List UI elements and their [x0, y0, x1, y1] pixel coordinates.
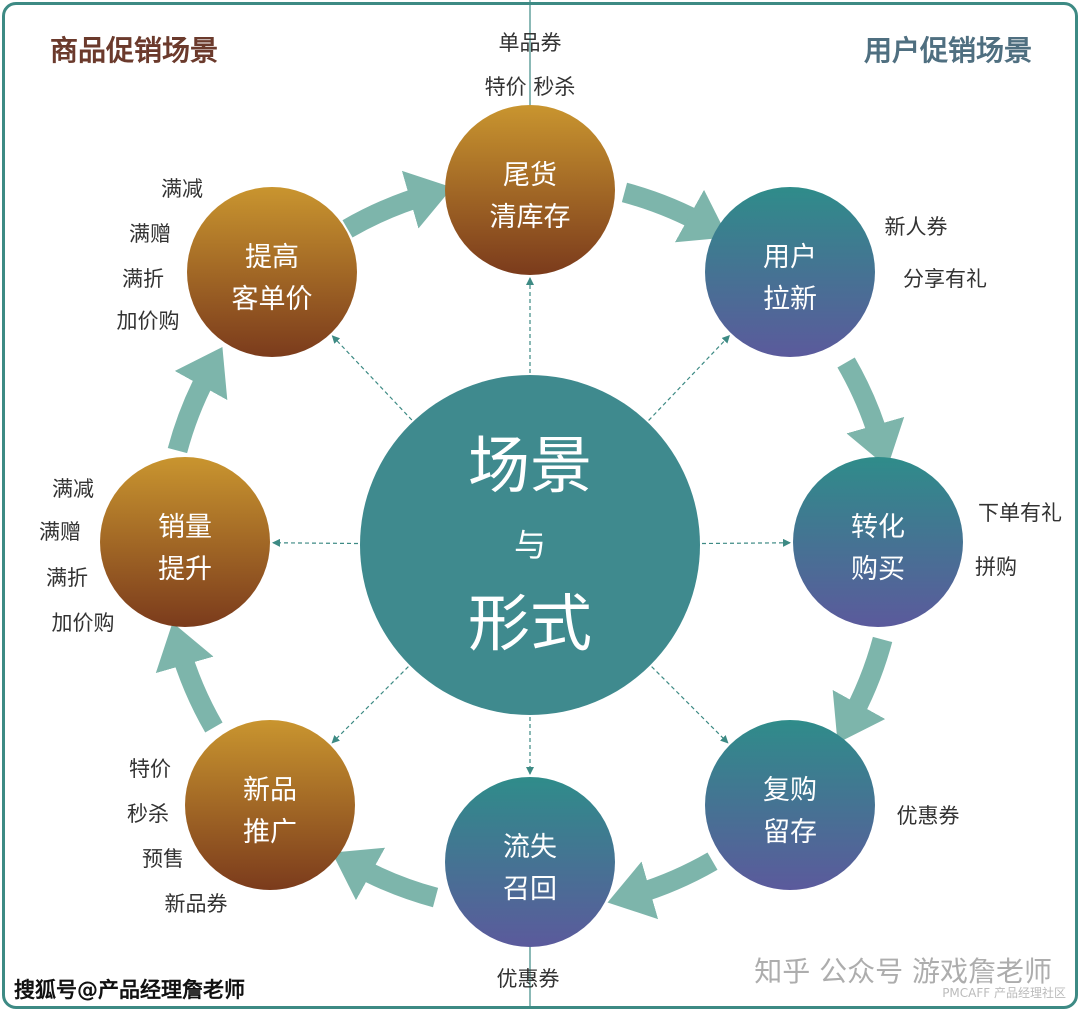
flow-arrow — [332, 847, 439, 908]
flow-arrow — [621, 182, 728, 243]
scene-node-label: 转化 — [851, 512, 905, 543]
dashed-link-arrow — [271, 538, 359, 547]
scene-node-label: 客单价 — [232, 284, 313, 315]
scene-node-circle — [445, 105, 615, 275]
promotion-form-label: 分享有礼 — [903, 267, 987, 291]
flow-arrow — [837, 357, 905, 468]
dashed-link-arrow — [331, 666, 409, 744]
promotion-form-label: 满赠 — [39, 520, 81, 544]
source-credit: 搜狐号@产品经理詹老师 — [14, 978, 245, 1002]
goods-scene-title: 商品促销场景 — [50, 34, 218, 67]
scene-node-label: 用户 — [763, 242, 817, 273]
scene-node-circle — [445, 777, 615, 947]
promotion-form-label: 下单有礼 — [978, 501, 1062, 525]
center-line-2: 与 — [514, 526, 546, 564]
promotion-form-label: 预售 — [142, 847, 184, 871]
promotion-form-label: 满赠 — [129, 222, 171, 246]
scene-node-label: 拉新 — [763, 284, 817, 315]
promotion-form-label: 特价 秒杀 — [485, 75, 576, 99]
scene-node-circle — [100, 457, 270, 627]
dashed-link-arrow — [648, 335, 731, 421]
center-line-3: 形式 — [468, 587, 592, 660]
promotion-form-label: 新品券 — [165, 892, 228, 916]
scene-node-label: 提升 — [158, 554, 212, 585]
promotion-form-label: 优惠券 — [497, 967, 560, 991]
dashed-link-arrow — [331, 335, 413, 421]
flow-arrow — [607, 852, 718, 920]
flow-arrow — [832, 636, 893, 743]
center-line-1: 场景 — [468, 429, 592, 502]
promotion-form-label: 满减 — [52, 477, 94, 501]
promotion-form-label: 拼购 — [975, 555, 1017, 579]
user-scene-title: 用户促销场景 — [864, 34, 1032, 67]
dashed-link-arrow — [651, 666, 729, 744]
promotion-form-label: 满减 — [161, 177, 203, 201]
promotion-form-label: 特价 — [129, 757, 171, 781]
promotion-form-label: 加价购 — [117, 309, 180, 333]
scene-node-label: 召回 — [503, 874, 557, 905]
flow-arrow — [155, 622, 223, 733]
center-circle — [360, 375, 700, 715]
promotion-form-label: 新人券 — [885, 215, 948, 239]
scene-node-label: 新品 — [243, 775, 297, 806]
scene-node-label: 购买 — [851, 554, 905, 585]
scene-node-label: 销量 — [158, 512, 212, 543]
scene-node-label: 流失 — [503, 832, 557, 863]
flow-arrow — [167, 347, 228, 454]
scene-node-circle — [187, 187, 357, 357]
scene-node-circle — [705, 720, 875, 890]
promotion-form-label: 满折 — [46, 566, 88, 590]
promotion-form-label: 满折 — [122, 267, 164, 291]
scene-node-circle — [185, 720, 355, 890]
scene-node-label: 留存 — [763, 817, 817, 848]
scene-node-circle — [793, 457, 963, 627]
promotion-form-label: 单品券 — [499, 31, 562, 55]
scene-node-label: 推广 — [243, 817, 297, 848]
scene-node-label: 清库存 — [490, 202, 571, 233]
promotion-form-label: 秒杀 — [127, 802, 169, 826]
scene-node-label: 提高 — [245, 242, 299, 273]
flow-arrow — [342, 170, 453, 238]
promotion-form-label: 优惠券 — [897, 804, 960, 828]
watermark-account: 知乎 公众号 游戏詹老师 — [754, 955, 1052, 988]
scene-node-circle — [705, 187, 875, 357]
scene-node-label: 尾货 — [503, 160, 557, 191]
promotion-form-label: 加价购 — [52, 611, 115, 635]
watermark-site: PMCAFF 产品经理社区 — [942, 986, 1066, 1000]
dashed-link-arrow — [701, 538, 792, 547]
scene-node-label: 复购 — [763, 775, 817, 806]
